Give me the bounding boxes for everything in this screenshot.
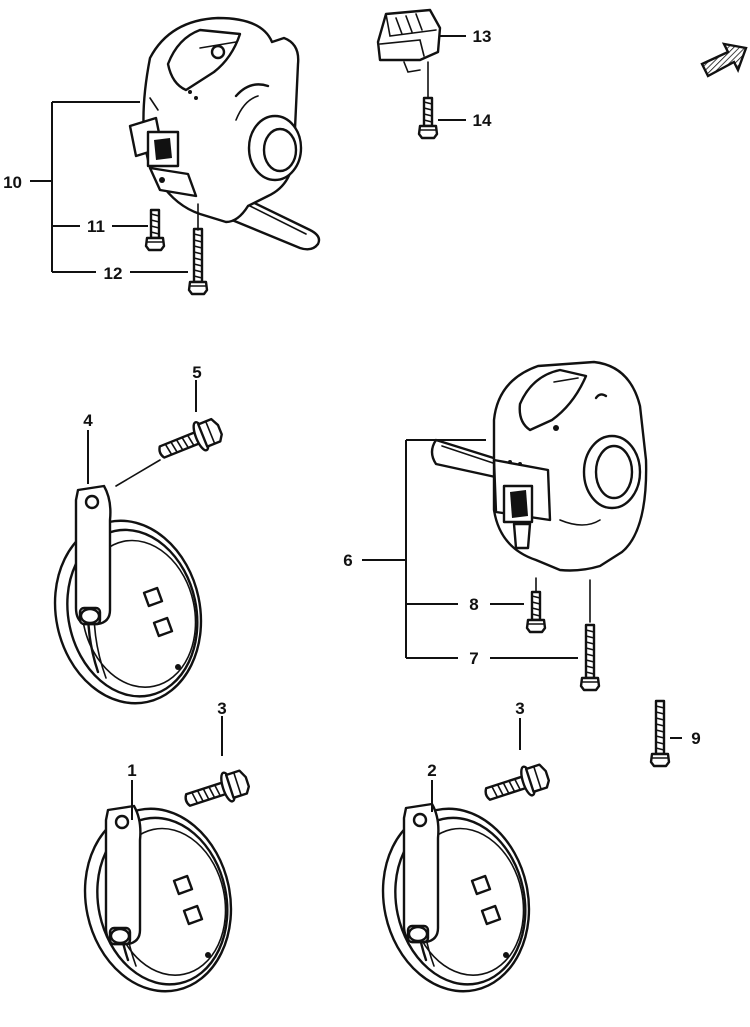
horn-1 [67,793,249,1007]
horn-4 [37,505,219,719]
callout-8: 8 [469,595,478,614]
screw-8 [525,590,547,634]
callout-9: 9 [691,729,700,748]
callout-2: 2 [427,761,436,780]
switch-connector-13 [376,8,442,73]
flange-bolt-3b [480,759,553,811]
horn-bracket-1 [104,804,142,946]
callout-3a: 3 [217,699,226,718]
group-6-leader [362,439,578,659]
right-handlebar-switch [430,360,648,572]
screw-12 [187,227,209,296]
callout-3b: 3 [515,699,524,718]
horn-bracket-4 [74,484,112,626]
screw-14 [417,96,439,140]
flange-bolt-5 [153,413,227,468]
callout-12: 12 [104,264,123,283]
callout-5: 5 [192,363,201,382]
flange-bolt-3a [180,765,253,817]
callout-11: 11 [87,217,105,236]
screw-7 [579,623,601,692]
callout-4: 4 [83,411,93,430]
callout-13: 13 [473,27,492,46]
callout-6: 6 [343,551,352,570]
callout-10: 10 [3,173,22,192]
left-handlebar-switch [128,16,321,251]
horn-bracket-2 [402,802,440,944]
screw-9 [649,699,671,768]
group-10-leader [30,101,188,273]
callout-14: 14 [473,111,492,130]
horn-2 [365,793,547,1007]
screw-11 [144,208,166,252]
front-direction-arrow-icon [700,42,748,78]
callout-7: 7 [469,649,478,668]
callout-1: 1 [127,761,136,780]
